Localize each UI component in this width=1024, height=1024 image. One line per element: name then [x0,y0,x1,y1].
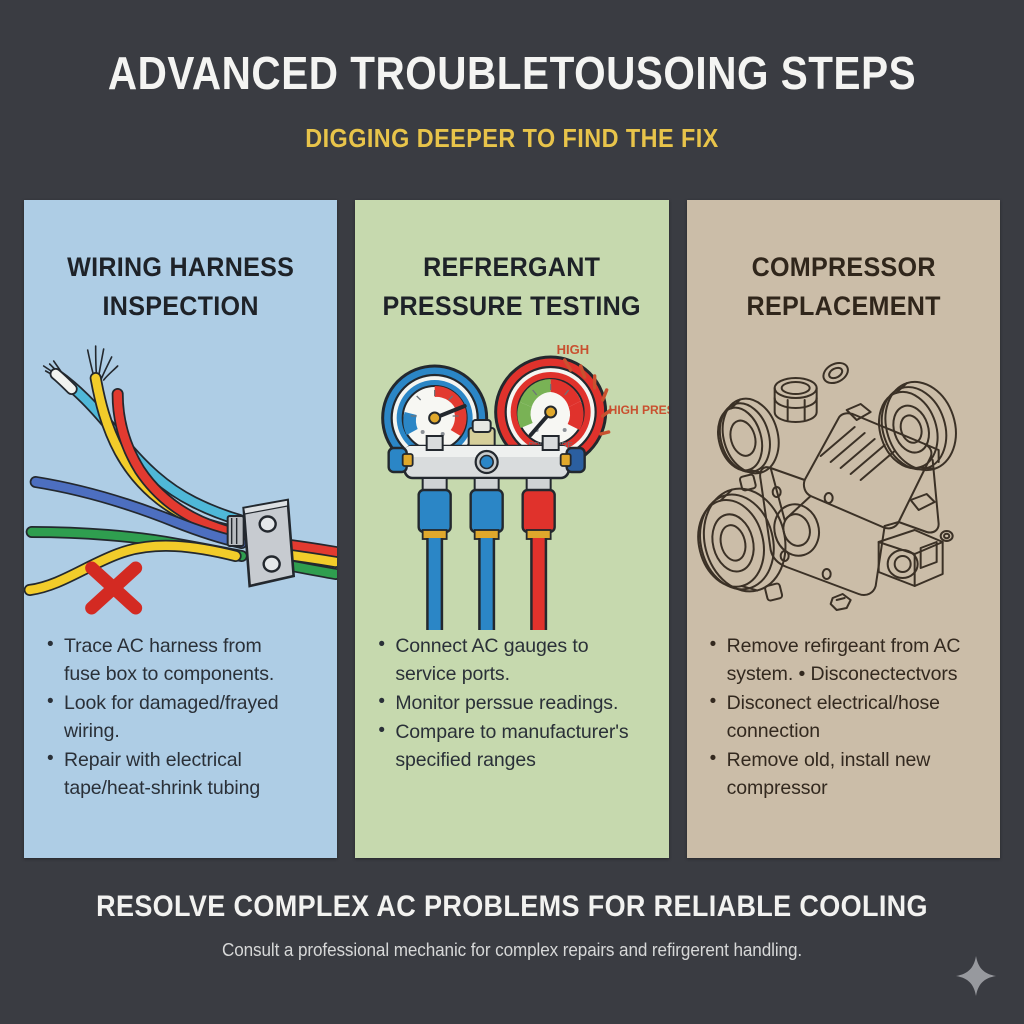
page-subtitle: DIGGING DEEPER TO FIND THE FIX [305,123,719,153]
panel-row: WIRING HARNESS INSPECTION [24,200,1000,858]
footer-headline: RESOLVE COMPLEX AC PROBLEMS FOR RELIABLE… [96,890,928,923]
list-item: Trace AC harness from fuse box to compon… [44,631,337,688]
panel-title-refrigerant: REFRERGANT PRESSURE TESTING [382,252,642,322]
panel-title-compressor: COMPRESSOR REPLACEMENT [746,252,941,322]
list-item: Connect AC gauges to service ports. [375,631,668,688]
list-item: Look for damaged/frayed wiring. [44,688,337,745]
list-item: Remove refirgeant from AC system. • Disc… [707,631,1000,688]
footer-note: Consult a professional mechanic for comp… [221,940,803,960]
ac-compressor-exploded-illustration [687,340,1000,630]
page-title: ADVANCED TROUBLETOUSOING STEPS [107,47,917,99]
panel-refrigerant-pressure-testing[interactable]: REFRERGANT PRESSURE TESTING [355,200,669,858]
header: ADVANCED TROUBLETOUSOING STEPS DIGGING D… [0,0,1024,190]
panel-wiring-harness-inspection[interactable]: WIRING HARNESS INSPECTION [24,200,338,858]
panel-compressor-replacement[interactable]: COMPRESSOR REPLACEMENT [686,200,1000,858]
low-pressure-gauge-icon [381,364,489,472]
gauge-label-high: HIGH [557,342,590,357]
list-item: Disconect electrical/hose connection [707,688,1000,745]
high-pressure-gauge-icon: PRESSURE [494,355,608,469]
wiring-harness-illustration [24,340,338,630]
list-item: Monitor perssue readings. [375,688,668,717]
panel-title-wiring: WIRING HARNESS INSPECTION [67,252,295,322]
alert-rays-icon [563,358,613,436]
bullet-list-wiring: Trace AC harness from fuse box to compon… [44,631,337,803]
connector-block-icon [226,498,296,588]
bullet-list-compressor: Remove refirgeant from AC system. • Disc… [707,631,1000,803]
sparkle-icon [956,956,996,996]
list-item: Compare to manufacturer's specified rang… [375,717,668,774]
hoses-icon [417,477,557,630]
list-item: Repair with electrical tape/heat-shrink … [44,745,337,802]
manifold-gauge-set-illustration: PRESSURE HIGH HIGH PRESSURE [355,340,669,630]
bullet-list-refrigerant: Connect AC gauges to service ports. Moni… [375,631,668,775]
list-item: Remove old, install new compressor [707,745,1000,802]
manifold-body-icon [387,419,587,480]
x-mark-icon [85,561,143,615]
gauge-label-high-pressure: HIGH PRESSURE [609,403,669,417]
footer: RESOLVE COMPLEX AC PROBLEMS FOR RELIABLE… [0,890,1024,961]
